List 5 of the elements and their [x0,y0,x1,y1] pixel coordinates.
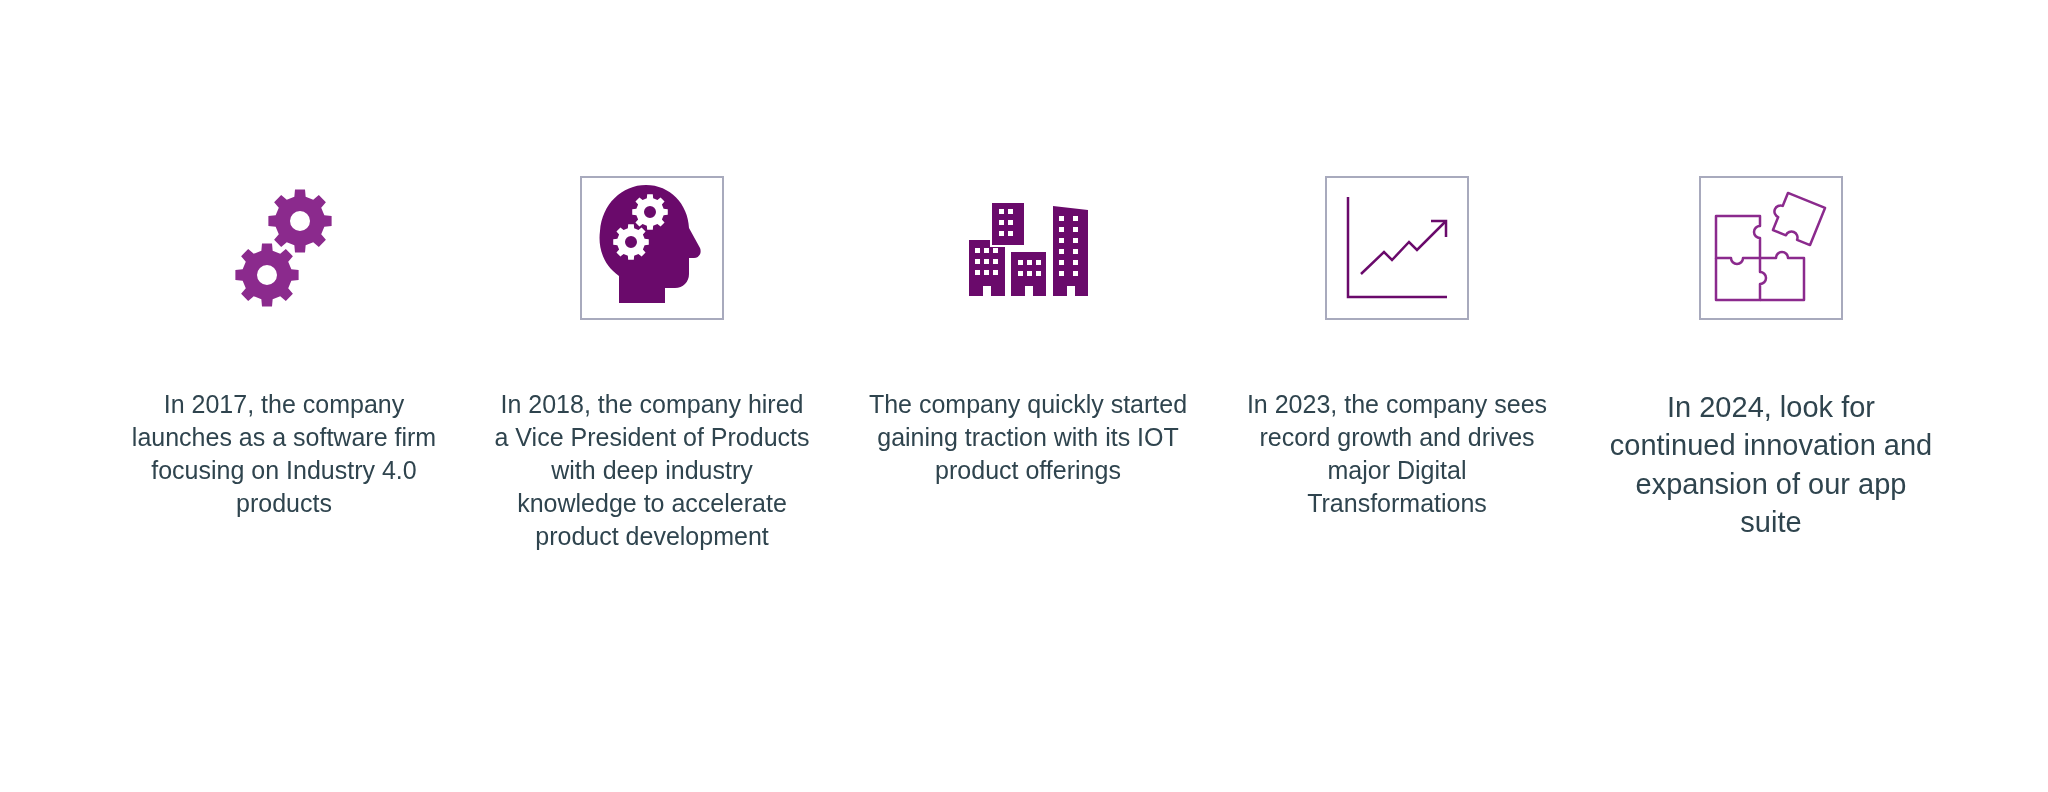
milestone-text: In 2023, the company sees record growth and drives major Digital Transformations [1245,389,1549,519]
milestone-text: In 2024, look for continued innovation and expansion of our app suite [1608,390,1934,540]
milestone-text: The company quickly started gaining traction with its IOT product offerings [868,389,1188,486]
milestone-text: In 2017, the company launches as a software firm focusing on Industry 4.0 products [130,389,438,519]
milestone-text: In 2018, the company hired a Vice President of Products with deep industry knowledge to accelerate product development [493,389,811,552]
